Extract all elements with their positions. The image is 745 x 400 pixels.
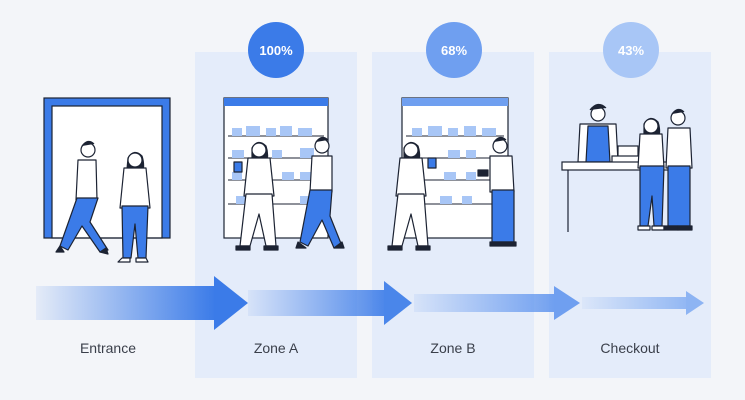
flow-arrow-entrance-to-zone-a bbox=[36, 276, 248, 330]
zone-a-label: Zone A bbox=[253, 340, 299, 356]
doorway-with-two-shoppers-icon bbox=[43, 97, 171, 263]
zone-a-retention-badge: 100% bbox=[248, 22, 304, 78]
zone-b-retention-badge: 68% bbox=[426, 22, 482, 78]
entrance-label: Entrance bbox=[79, 340, 137, 356]
checkout-label: Checkout bbox=[600, 340, 660, 356]
flow-arrow-zone-a-to-zone-b bbox=[248, 281, 412, 325]
shelf-with-two-shoppers-icon bbox=[223, 97, 345, 251]
shelf-with-two-shoppers-icon bbox=[387, 97, 517, 251]
checkout-retention-badge: 43% bbox=[603, 22, 659, 78]
zone-b-label: Zone B bbox=[430, 340, 476, 356]
zone-a-retention-value: 100% bbox=[259, 42, 293, 58]
zone-b-retention-value: 68% bbox=[440, 42, 468, 58]
checkout-retention-value: 43% bbox=[617, 42, 645, 58]
cashier-counter-with-customers-icon bbox=[561, 103, 693, 232]
flow-arrow-zone-b-to-checkout bbox=[414, 286, 580, 320]
flow-arrow-after-checkout bbox=[582, 291, 704, 315]
